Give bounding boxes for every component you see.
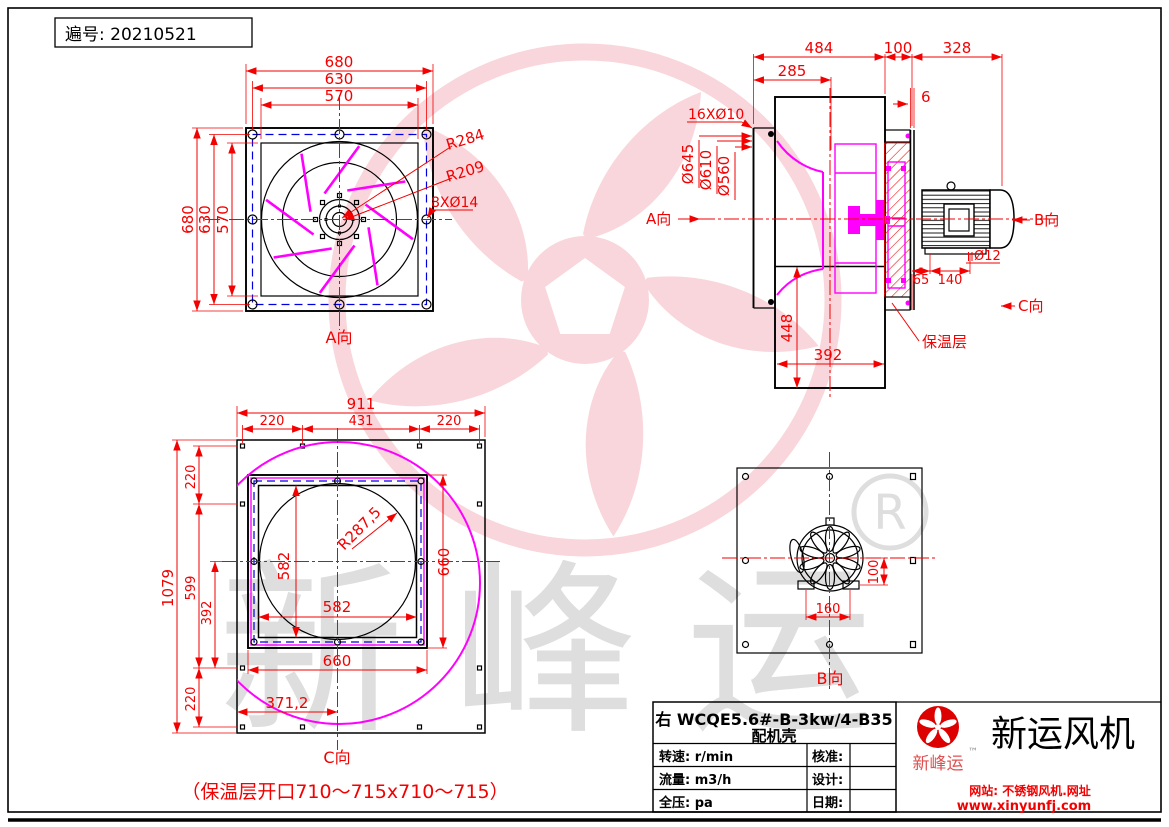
watermark-registered-icon: R <box>851 473 929 551</box>
speed-label: 转速: r/min <box>659 749 733 765</box>
svg-text:保温层: 保温层 <box>922 333 967 351</box>
model-subtitle: 配机壳 <box>751 727 796 745</box>
impeller-side <box>776 140 890 296</box>
view-a-label: A向 <box>326 328 353 347</box>
svg-text:16XØ10: 16XØ10 <box>688 107 744 123</box>
svg-text:660: 660 <box>323 652 352 670</box>
motor-feet <box>924 247 987 255</box>
svg-text:220: 220 <box>184 687 199 712</box>
lifting-eye <box>946 181 956 191</box>
side-dims-top: 484 100 328 285 6 <box>753 39 1003 186</box>
svg-text:140: 140 <box>938 273 963 288</box>
page-border <box>7 7 1162 822</box>
svg-text:680: 680 <box>325 53 354 71</box>
side-dims-left: 16XØ10 Ø645 Ø610 Ø560 A向 <box>646 107 753 228</box>
design-label: 设计: <box>812 772 843 788</box>
brand-logo-text: 新峰运 <box>913 754 964 774</box>
side-dims-right: B向 C向 Ø12 65 140 保温层 <box>891 211 1059 351</box>
title-block: 右 WCQE5.6#-B-3kw/4-B35 配机壳 转速: r/min 流量:… <box>652 701 897 813</box>
svg-text:R: R <box>873 485 906 541</box>
brand-name: 新运风机 <box>991 714 1135 755</box>
svg-text:Ø645: Ø645 <box>679 144 697 184</box>
flow-label: 流量: m3/h <box>659 772 731 788</box>
approve-label: 核准: <box>812 749 843 765</box>
svg-text:220: 220 <box>184 465 199 490</box>
svg-text:630: 630 <box>196 205 214 234</box>
view-c-label: C向 <box>323 748 350 767</box>
brand-block: 新峰运 ™ 新运风机 网站: 不锈钢风机.网址 www.xinyunfj.com <box>896 701 1161 814</box>
svg-text:Ø12: Ø12 <box>974 249 1001 264</box>
trademark-mark: ™ <box>968 747 978 758</box>
view-side: 484 100 328 285 6 16XØ10 Ø645 Ø610 Ø560 … <box>646 39 1060 400</box>
view-b-dims: 160 100 <box>805 557 888 621</box>
svg-text:160: 160 <box>816 602 841 617</box>
brand-logo-icon <box>917 706 959 748</box>
svg-text:100: 100 <box>867 560 882 585</box>
insulation-note: （保温层开口710～715x710～715） <box>181 781 508 803</box>
svg-text:220: 220 <box>260 414 285 429</box>
svg-text:Ø610: Ø610 <box>697 150 715 190</box>
side-dims-bottom: 448 392 <box>777 267 884 388</box>
svg-text:1079: 1079 <box>159 569 177 607</box>
svg-text:484: 484 <box>805 39 834 57</box>
insulation-opening-circle <box>237 441 481 725</box>
svg-text:371,2: 371,2 <box>266 694 309 712</box>
svg-text:100: 100 <box>884 39 913 57</box>
svg-text:285: 285 <box>778 62 807 80</box>
svg-text:Ø560: Ø560 <box>715 156 733 196</box>
svg-text:680: 680 <box>179 205 197 234</box>
svg-text:C向: C向 <box>1018 297 1043 315</box>
bolt-line-square <box>251 133 428 306</box>
svg-text:911: 911 <box>347 395 376 413</box>
svg-text:B向: B向 <box>1034 211 1059 229</box>
svg-text:448: 448 <box>778 314 796 343</box>
motor-bracket <box>886 161 906 289</box>
serial-box: 遍号: 20210521 <box>54 17 253 48</box>
motor <box>921 181 1015 255</box>
svg-text:392: 392 <box>814 346 843 364</box>
svg-text:392: 392 <box>200 601 215 626</box>
svg-text:8XØ14: 8XØ14 <box>431 195 478 211</box>
model-title: 右 WCQE5.6#-B-3kw/4-B35 <box>655 710 892 729</box>
svg-text:220: 220 <box>437 414 462 429</box>
svg-text:65: 65 <box>913 273 930 288</box>
pressure-label: 全压: pa <box>658 795 713 811</box>
svg-text:582: 582 <box>323 598 352 616</box>
brand-url: www.xinyunfj.com <box>957 799 1091 814</box>
svg-text:599: 599 <box>184 576 199 601</box>
svg-text:582: 582 <box>275 552 293 581</box>
svg-text:6: 6 <box>921 88 931 106</box>
date-label: 日期: <box>812 796 843 811</box>
svg-text:A向: A向 <box>646 210 671 228</box>
svg-text:570: 570 <box>325 87 354 105</box>
svg-text:570: 570 <box>214 205 232 234</box>
svg-text:431: 431 <box>349 414 374 429</box>
view-b-motor: 160 100 B向 <box>722 452 937 690</box>
view-c-plan: 911 220 431 220 1079 220 599 220 392 <box>159 395 509 803</box>
svg-text:630: 630 <box>325 70 354 88</box>
serial-number: 遍号: 20210521 <box>65 25 197 45</box>
view-b-label: B向 <box>817 669 844 688</box>
svg-text:660: 660 <box>435 548 453 577</box>
wall-plate <box>236 439 486 734</box>
svg-text:328: 328 <box>943 39 972 57</box>
watermark-fan-logo <box>328 43 842 557</box>
brand-site: 网站: 不锈钢风机.网址 <box>969 783 1091 798</box>
